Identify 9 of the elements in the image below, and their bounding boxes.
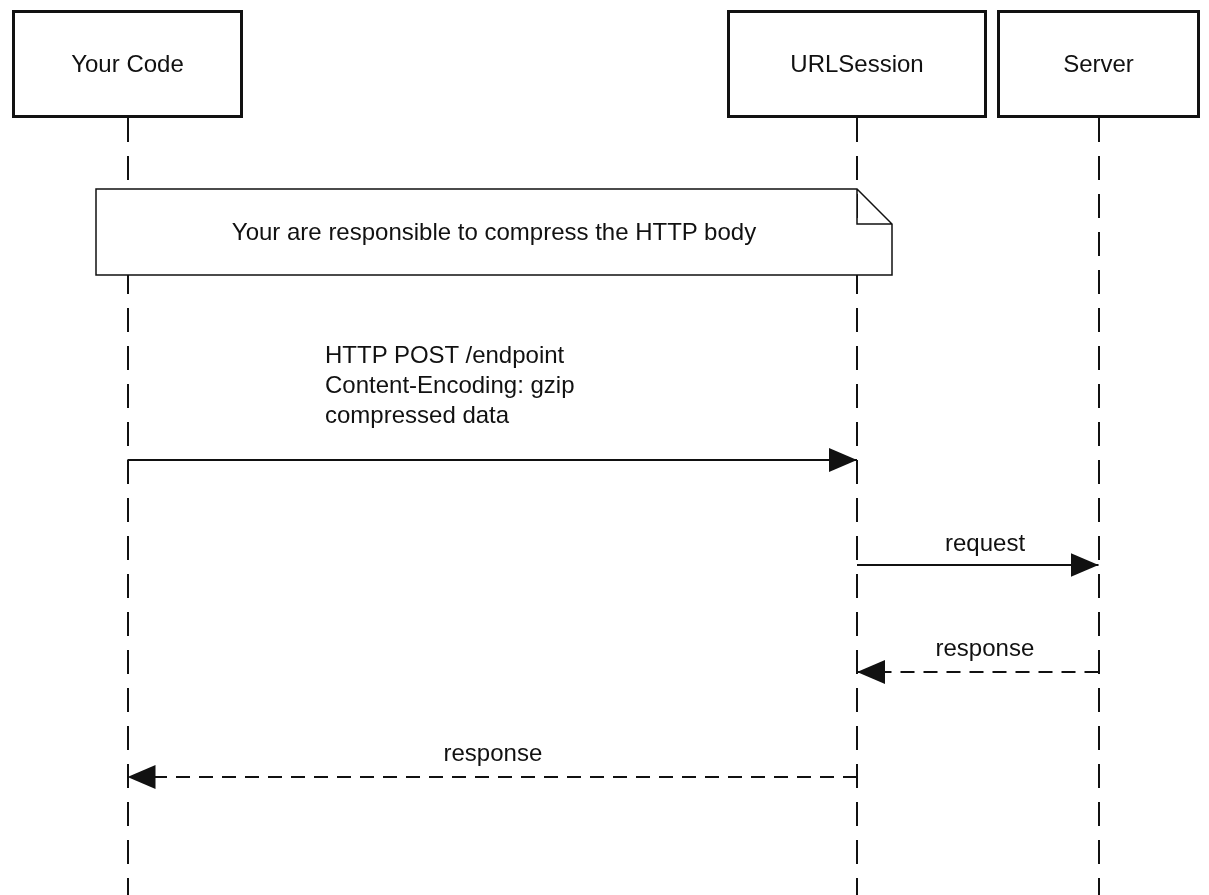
participant-box: Your Code bbox=[12, 10, 243, 118]
participant-box: Server bbox=[997, 10, 1200, 118]
arrow bbox=[856, 660, 1100, 684]
arrow bbox=[126, 448, 858, 472]
note-box bbox=[95, 188, 893, 276]
note-text: Your are responsible to compress the HTTP body bbox=[231, 218, 757, 246]
arrow bbox=[126, 765, 858, 789]
arrow bbox=[856, 553, 1100, 577]
participant-box: URLSession bbox=[727, 10, 987, 118]
